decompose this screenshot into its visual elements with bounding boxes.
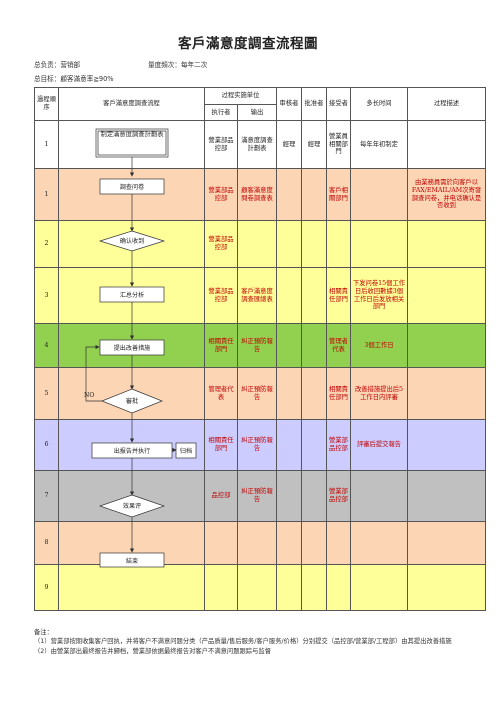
description-cell <box>407 267 486 324</box>
effect-diamond <box>98 494 166 518</box>
duration-cell: 下发问卷15個工作日后收回數據3個工作日后发放相关部門 <box>350 267 408 324</box>
step-number: 9 <box>34 564 59 611</box>
header-step: 過程順序 <box>34 87 59 121</box>
frequency-label: 量度頻次：每年二次 <box>148 61 208 69</box>
plan-label: 制定滿意度調查計劃表 <box>100 131 164 138</box>
propose-label: 提出改善措施 <box>114 344 151 352</box>
table-row: 7 品控部 糾正預防報告 營業部品控部 <box>34 470 486 522</box>
description-cell: 由業務員需於向客戶以FAX/EMAIL/AM次寄發調查问卷，并电话确认是否收到 <box>407 168 486 221</box>
receiver-cell: 相關責任部門 <box>326 267 351 324</box>
description-cell <box>407 419 486 471</box>
plan-box-inner <box>97 130 167 156</box>
approver-cell <box>301 267 327 324</box>
owner-label: 总负责：营销部 <box>34 61 81 69</box>
header-approver: 批准者 <box>301 87 327 121</box>
approver-cell <box>301 367 327 420</box>
table-row: 4 相關責任部門 糾正預防報告 管理者代表 3個工作日 <box>34 323 486 368</box>
reviewer-cell <box>276 323 302 368</box>
archive-box <box>175 442 197 459</box>
executor-cell <box>204 521 238 565</box>
end-label: 結束 <box>126 557 138 565</box>
description-cell <box>407 120 486 169</box>
process-table: 過程順序 客戶滿意度調查流程 过程实施单位 审核者 批准者 接受者 多长时间 过… <box>34 87 486 621</box>
header-output: 输出 <box>237 104 277 121</box>
output-cell: 糾正預防報告 <box>237 470 277 522</box>
notes-label: 备注： <box>34 629 53 636</box>
reviewer-cell <box>276 564 302 611</box>
executor-cell: 營業部品控部 <box>204 267 238 324</box>
review-label: 審批 <box>126 397 138 405</box>
duration-cell: 每年年初制定 <box>350 120 408 169</box>
note-2: （2）由營業部出最终报告并歸档，營業部依据最终报告对客户不满意问题跟踪与监督 <box>34 647 271 655</box>
archive-label: 归档 <box>180 447 192 455</box>
duration-cell: 3個工作日 <box>350 323 408 368</box>
description-cell <box>407 564 486 611</box>
summary-label: 汇总分析 <box>120 291 144 299</box>
effect-label: 效果评 <box>123 502 141 510</box>
receiver-cell: 相關責任部門 <box>326 367 351 420</box>
receiver-cell: 營業員 相關部門 <box>326 120 351 169</box>
end-box <box>99 552 165 568</box>
table-row: 1 營業部品控部 滿意度調查計劃表 經理 經理 營業員 相關部門 每年年初制定 <box>34 120 486 169</box>
reviewer-cell <box>276 367 302 420</box>
table-row: 3 營業部品控部 客戶滿意度調查匯總表 相關責任部門 下发问卷15個工作日后收回… <box>34 267 486 324</box>
duration-cell: 改善措施提出后5工作日内評審 <box>350 367 408 420</box>
header-duration: 多长时间 <box>350 87 408 121</box>
goal-label: 总目标：顧客滿意率≧90% <box>34 75 114 83</box>
duration-cell <box>350 470 408 522</box>
confirm-diamond <box>98 230 166 252</box>
header-receiver: 接受者 <box>326 87 351 121</box>
receiver-cell <box>326 564 351 611</box>
page-title: 客戶滿意度調查流程圖 <box>178 36 318 52</box>
executor-cell: 營業部品控部 <box>204 168 238 221</box>
no-loop-arrow <box>85 344 102 402</box>
no-label: NO <box>84 392 94 399</box>
executor-cell: 營業部品控部 <box>204 120 238 169</box>
executor-cell: 品控部 <box>204 470 238 522</box>
output-cell: 客戶滿意度調查匯總表 <box>237 267 277 324</box>
duration-cell <box>350 564 408 611</box>
duration-cell: 評審后提交報告 <box>350 419 408 471</box>
executor-cell <box>204 564 238 611</box>
description-cell <box>407 470 486 522</box>
propose-box <box>99 339 165 356</box>
reviewer-cell <box>276 470 302 522</box>
summary-box <box>99 286 165 303</box>
execute-box <box>91 442 173 459</box>
header-description: 过程描述 <box>407 87 486 121</box>
execute-label: 出报告并执行 <box>114 447 151 455</box>
review-diamond <box>101 388 163 414</box>
reviewer-cell <box>276 521 302 565</box>
output-cell: 滿意度調查計劃表 <box>237 120 277 169</box>
output-cell <box>237 564 277 611</box>
table-row: 9 <box>34 564 486 611</box>
table-row: 6 相關責任部門 糾正預防報告 營業部 品控部 評審后提交報告 <box>34 419 486 471</box>
step-number: 4 <box>34 323 59 368</box>
description-cell <box>407 521 486 565</box>
receiver-cell: 營業部品控部 <box>326 470 351 522</box>
duration-cell <box>350 168 408 221</box>
header-flow: 客戶滿意度調查流程 <box>58 87 205 121</box>
executor-cell: 相關責任部門 <box>204 323 238 368</box>
executor-cell: 管理者代表 <box>204 367 238 420</box>
description-cell <box>407 323 486 368</box>
description-cell <box>407 220 486 268</box>
survey-label: 調查问卷 <box>120 183 144 191</box>
note-1: （1）营業部按期收集客户回执，并将客户不满意问题分类（产品质量/售后服务/客户服… <box>34 638 452 646</box>
output-cell: 糾正預防報告 <box>237 323 277 368</box>
notes: 备注： （1）营業部按期收集客户回执，并将客户不满意问题分类（产品质量/售后服务… <box>34 628 489 656</box>
confirm-label: 确认收到 <box>120 237 144 245</box>
survey-box <box>99 178 165 195</box>
flowchart: 制定滿意度調查計劃表 調查问卷 确认收到 汇总分析 提出改善措施 審批 NO 出… <box>84 128 197 568</box>
